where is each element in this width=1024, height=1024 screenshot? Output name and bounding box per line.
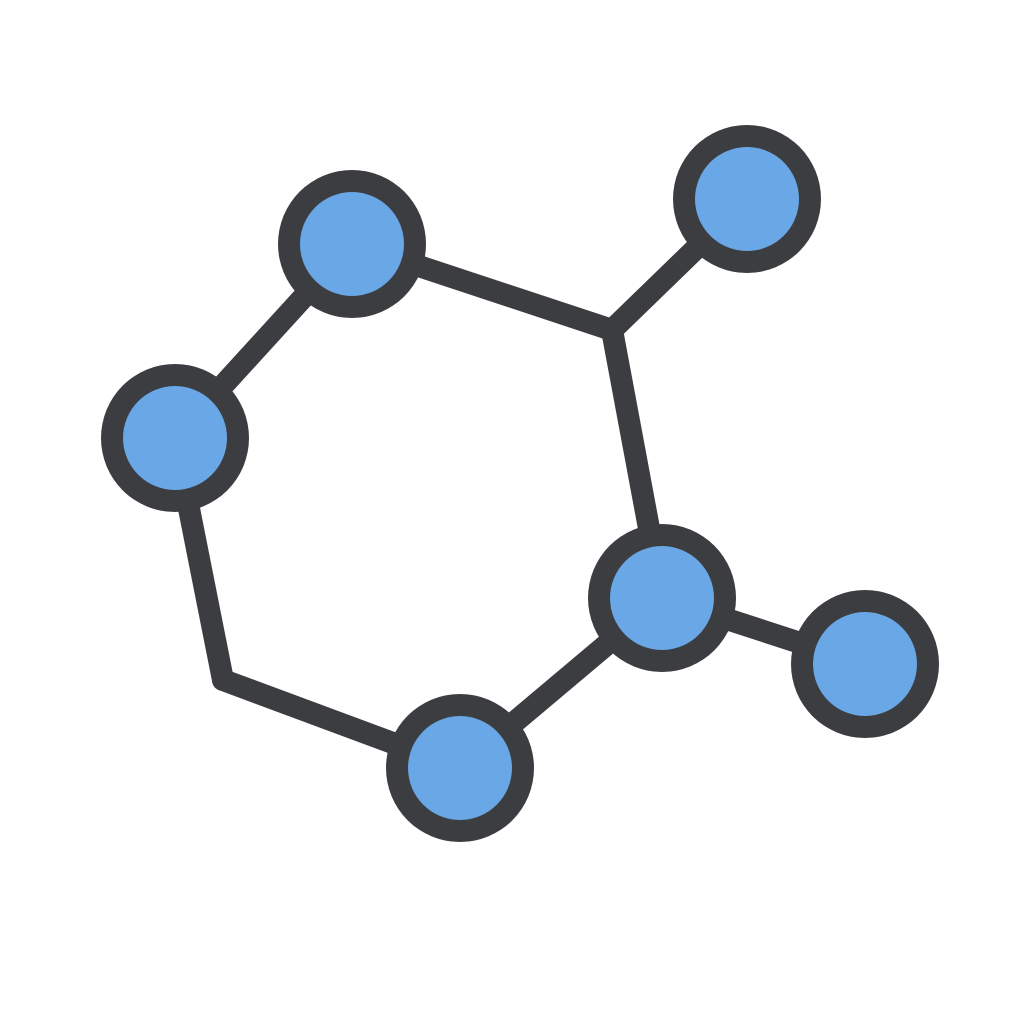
atom-fill	[813, 612, 917, 716]
atom-fill	[610, 546, 714, 650]
atom-fill	[408, 716, 512, 820]
atom-node-icon	[101, 364, 249, 512]
bonds-layer	[164, 188, 876, 779]
atom-node-icon	[386, 694, 534, 842]
atom-fill	[123, 386, 227, 490]
atom-node-icon	[278, 170, 426, 318]
atom-fill	[300, 192, 404, 296]
atom-node-icon	[791, 590, 939, 738]
atoms-layer	[101, 125, 939, 842]
atom-node-icon	[588, 524, 736, 672]
atom-fill	[695, 147, 799, 251]
atom-node-icon	[673, 125, 821, 273]
